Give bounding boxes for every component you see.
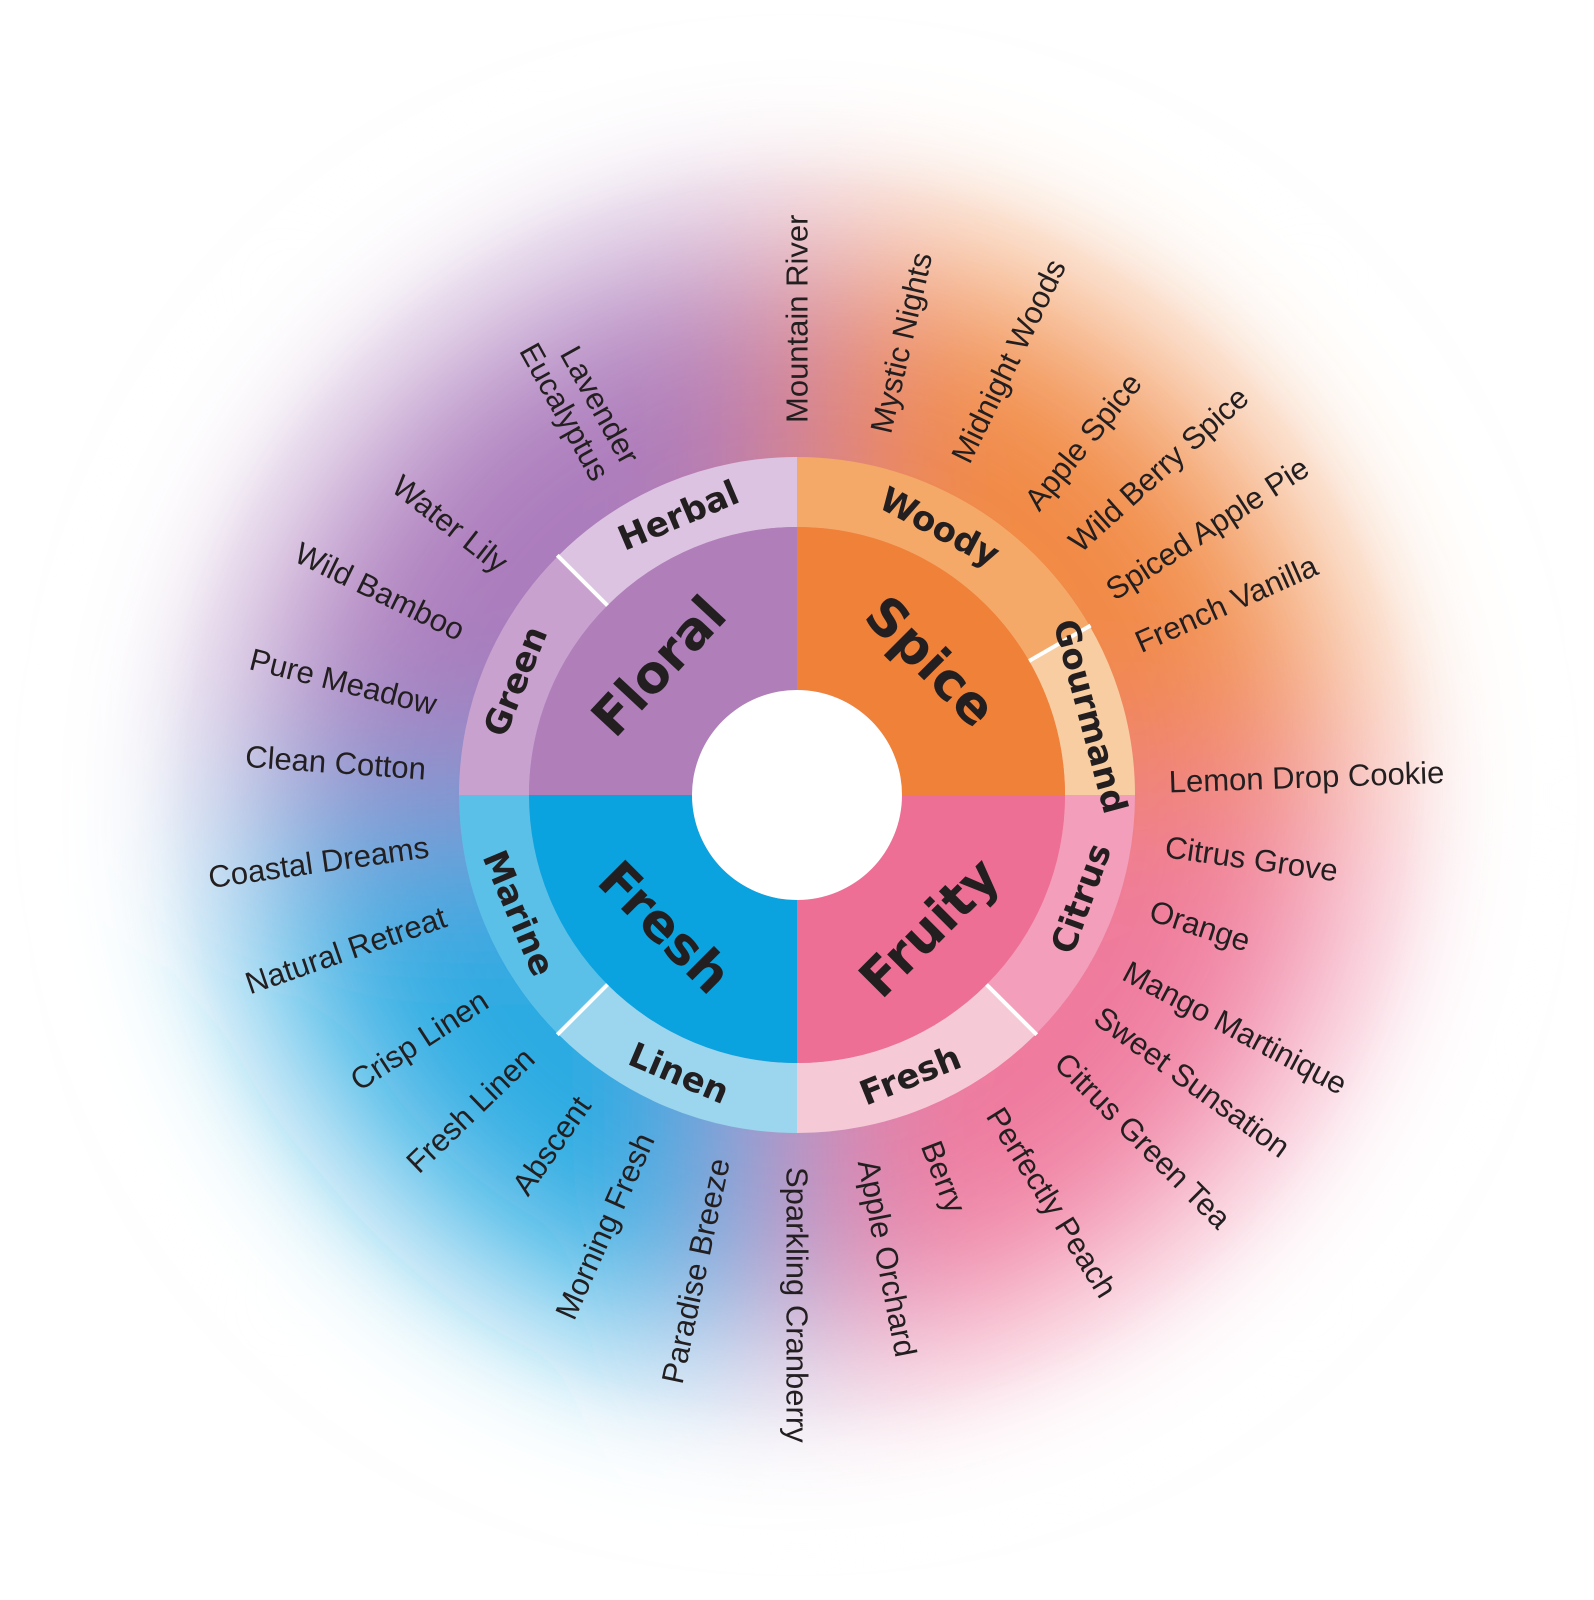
sub-divider (555, 553, 609, 607)
center-hole (692, 690, 902, 900)
family-segment-spice (797, 527, 1065, 795)
family-segment-floral (529, 527, 797, 795)
family-ring (529, 527, 1065, 1063)
sub-segment-fresh (797, 984, 1037, 1133)
sub-segment-woody (797, 457, 1090, 661)
sub-segment-herbal (557, 457, 797, 606)
sub-divider (1028, 623, 1092, 663)
sub-segment-green (459, 555, 608, 795)
sub-segment-citrus (986, 795, 1135, 1035)
scent-mountain-river: Mountain River (780, 215, 815, 423)
sub-segment-gourmand (1029, 626, 1135, 795)
sub-family-ring (459, 457, 1135, 1133)
scent-sparkling-cranberry: Sparkling Cranberry (780, 1167, 815, 1443)
sub-divider (555, 983, 609, 1037)
ring-dividers (555, 553, 1092, 1037)
sub-segment-linen (557, 984, 797, 1133)
sub-segment-marine (459, 795, 608, 1035)
sub-divider (985, 983, 1039, 1037)
family-segment-fruity (797, 795, 1065, 1063)
family-segment-fresh (529, 795, 797, 1063)
